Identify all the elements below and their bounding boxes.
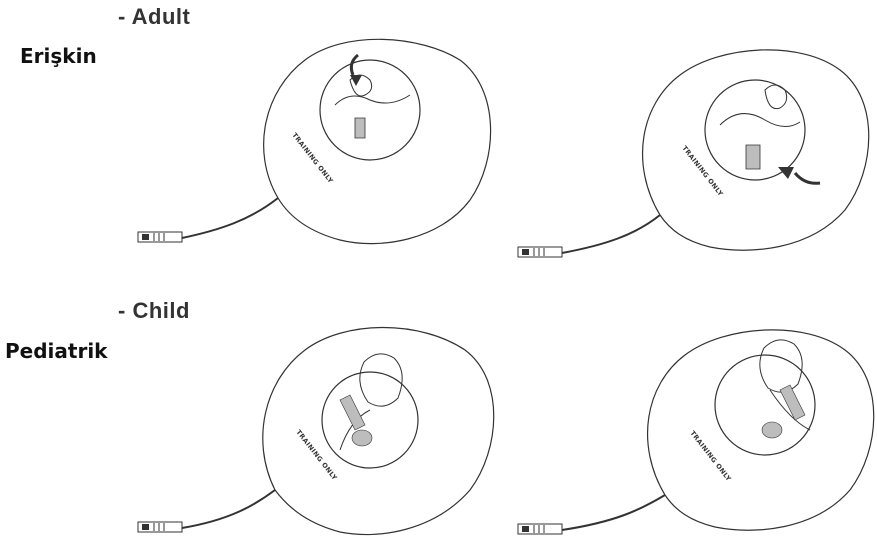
pediatrik-label: Pediatrik bbox=[5, 339, 108, 363]
eriskin-label: Erişkin bbox=[20, 44, 97, 68]
child-label: - Child bbox=[118, 298, 190, 323]
adult-pad-front-icon: TRAINING ONLY bbox=[137, 38, 492, 245]
child-pad-back-icon: TRAINING ONLY bbox=[517, 329, 875, 535]
child-pad-front-icon: TRAINING ONLY bbox=[137, 326, 495, 536]
adult-label: - Adult bbox=[118, 4, 191, 29]
adult-pad-back-icon: TRAINING ONLY bbox=[517, 49, 870, 258]
